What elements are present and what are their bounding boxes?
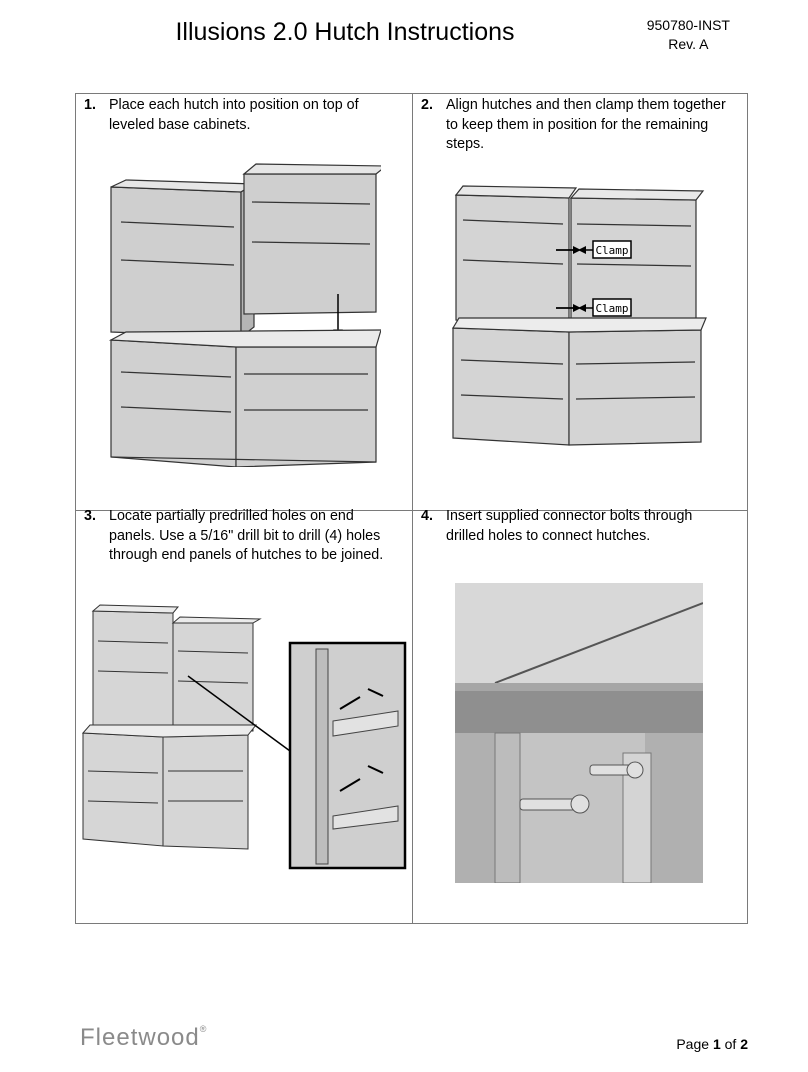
step-description: Locate partially predrilled holes on end… [109, 508, 384, 563]
clamp-label: Clamp [595, 302, 628, 315]
step-number: 1. [84, 97, 96, 113]
revision: Rev. A [668, 36, 709, 52]
brand-logo: Fleetwood® [80, 1024, 207, 1052]
registered-mark: ® [199, 1024, 208, 1034]
column-divider [412, 94, 413, 923]
step-4-cell: 4. Insert supplied connector bolts throu… [413, 508, 749, 925]
hutch-placement-illustration [108, 163, 381, 467]
page-of: of [724, 1036, 737, 1052]
document-id: 950780-INST Rev. A [647, 16, 730, 54]
page-number: Page 1 of 2 [676, 1036, 748, 1052]
step-3-text: 3. Locate partially predrilled holes on … [84, 507, 383, 566]
brand-name: Fleetwood [80, 1024, 200, 1051]
page-current: 1 [712, 1036, 721, 1052]
step-3-cell: 3. Locate partially predrilled holes on … [76, 508, 412, 925]
drill-holes-illustration [81, 604, 407, 870]
page-prefix: Page [676, 1036, 710, 1052]
page-title: Illusions 2.0 Hutch Instructions [175, 18, 515, 46]
instruction-grid: 1. Place each hutch into position on top… [75, 93, 748, 924]
step-2-cell: 2. Align hutches and then clamp them tog… [413, 94, 749, 510]
step-1-text: 1. Place each hutch into position on top… [84, 96, 359, 135]
step-number: 3. [84, 508, 96, 524]
step-description: Place each hutch into position on top of… [109, 97, 359, 133]
doc-number: 950780-INST [646, 17, 730, 33]
step-1-cell: 1. Place each hutch into position on top… [76, 94, 412, 510]
step-description: Align hutches and then clamp them togeth… [446, 97, 726, 152]
step-4-text: 4. Insert supplied connector bolts throu… [421, 507, 692, 546]
row-divider [76, 510, 747, 511]
page-total: 2 [740, 1036, 748, 1052]
connector-bolt-illustration [455, 583, 703, 883]
clamp-illustration: Clamp Clamp [451, 185, 707, 446]
step-2-text: 2. Align hutches and then clamp them tog… [421, 96, 726, 155]
step-number: 2. [421, 97, 433, 113]
step-description: Insert supplied connector bolts through … [446, 508, 693, 544]
clamp-label: Clamp [595, 244, 628, 257]
step-number: 4. [421, 508, 433, 524]
